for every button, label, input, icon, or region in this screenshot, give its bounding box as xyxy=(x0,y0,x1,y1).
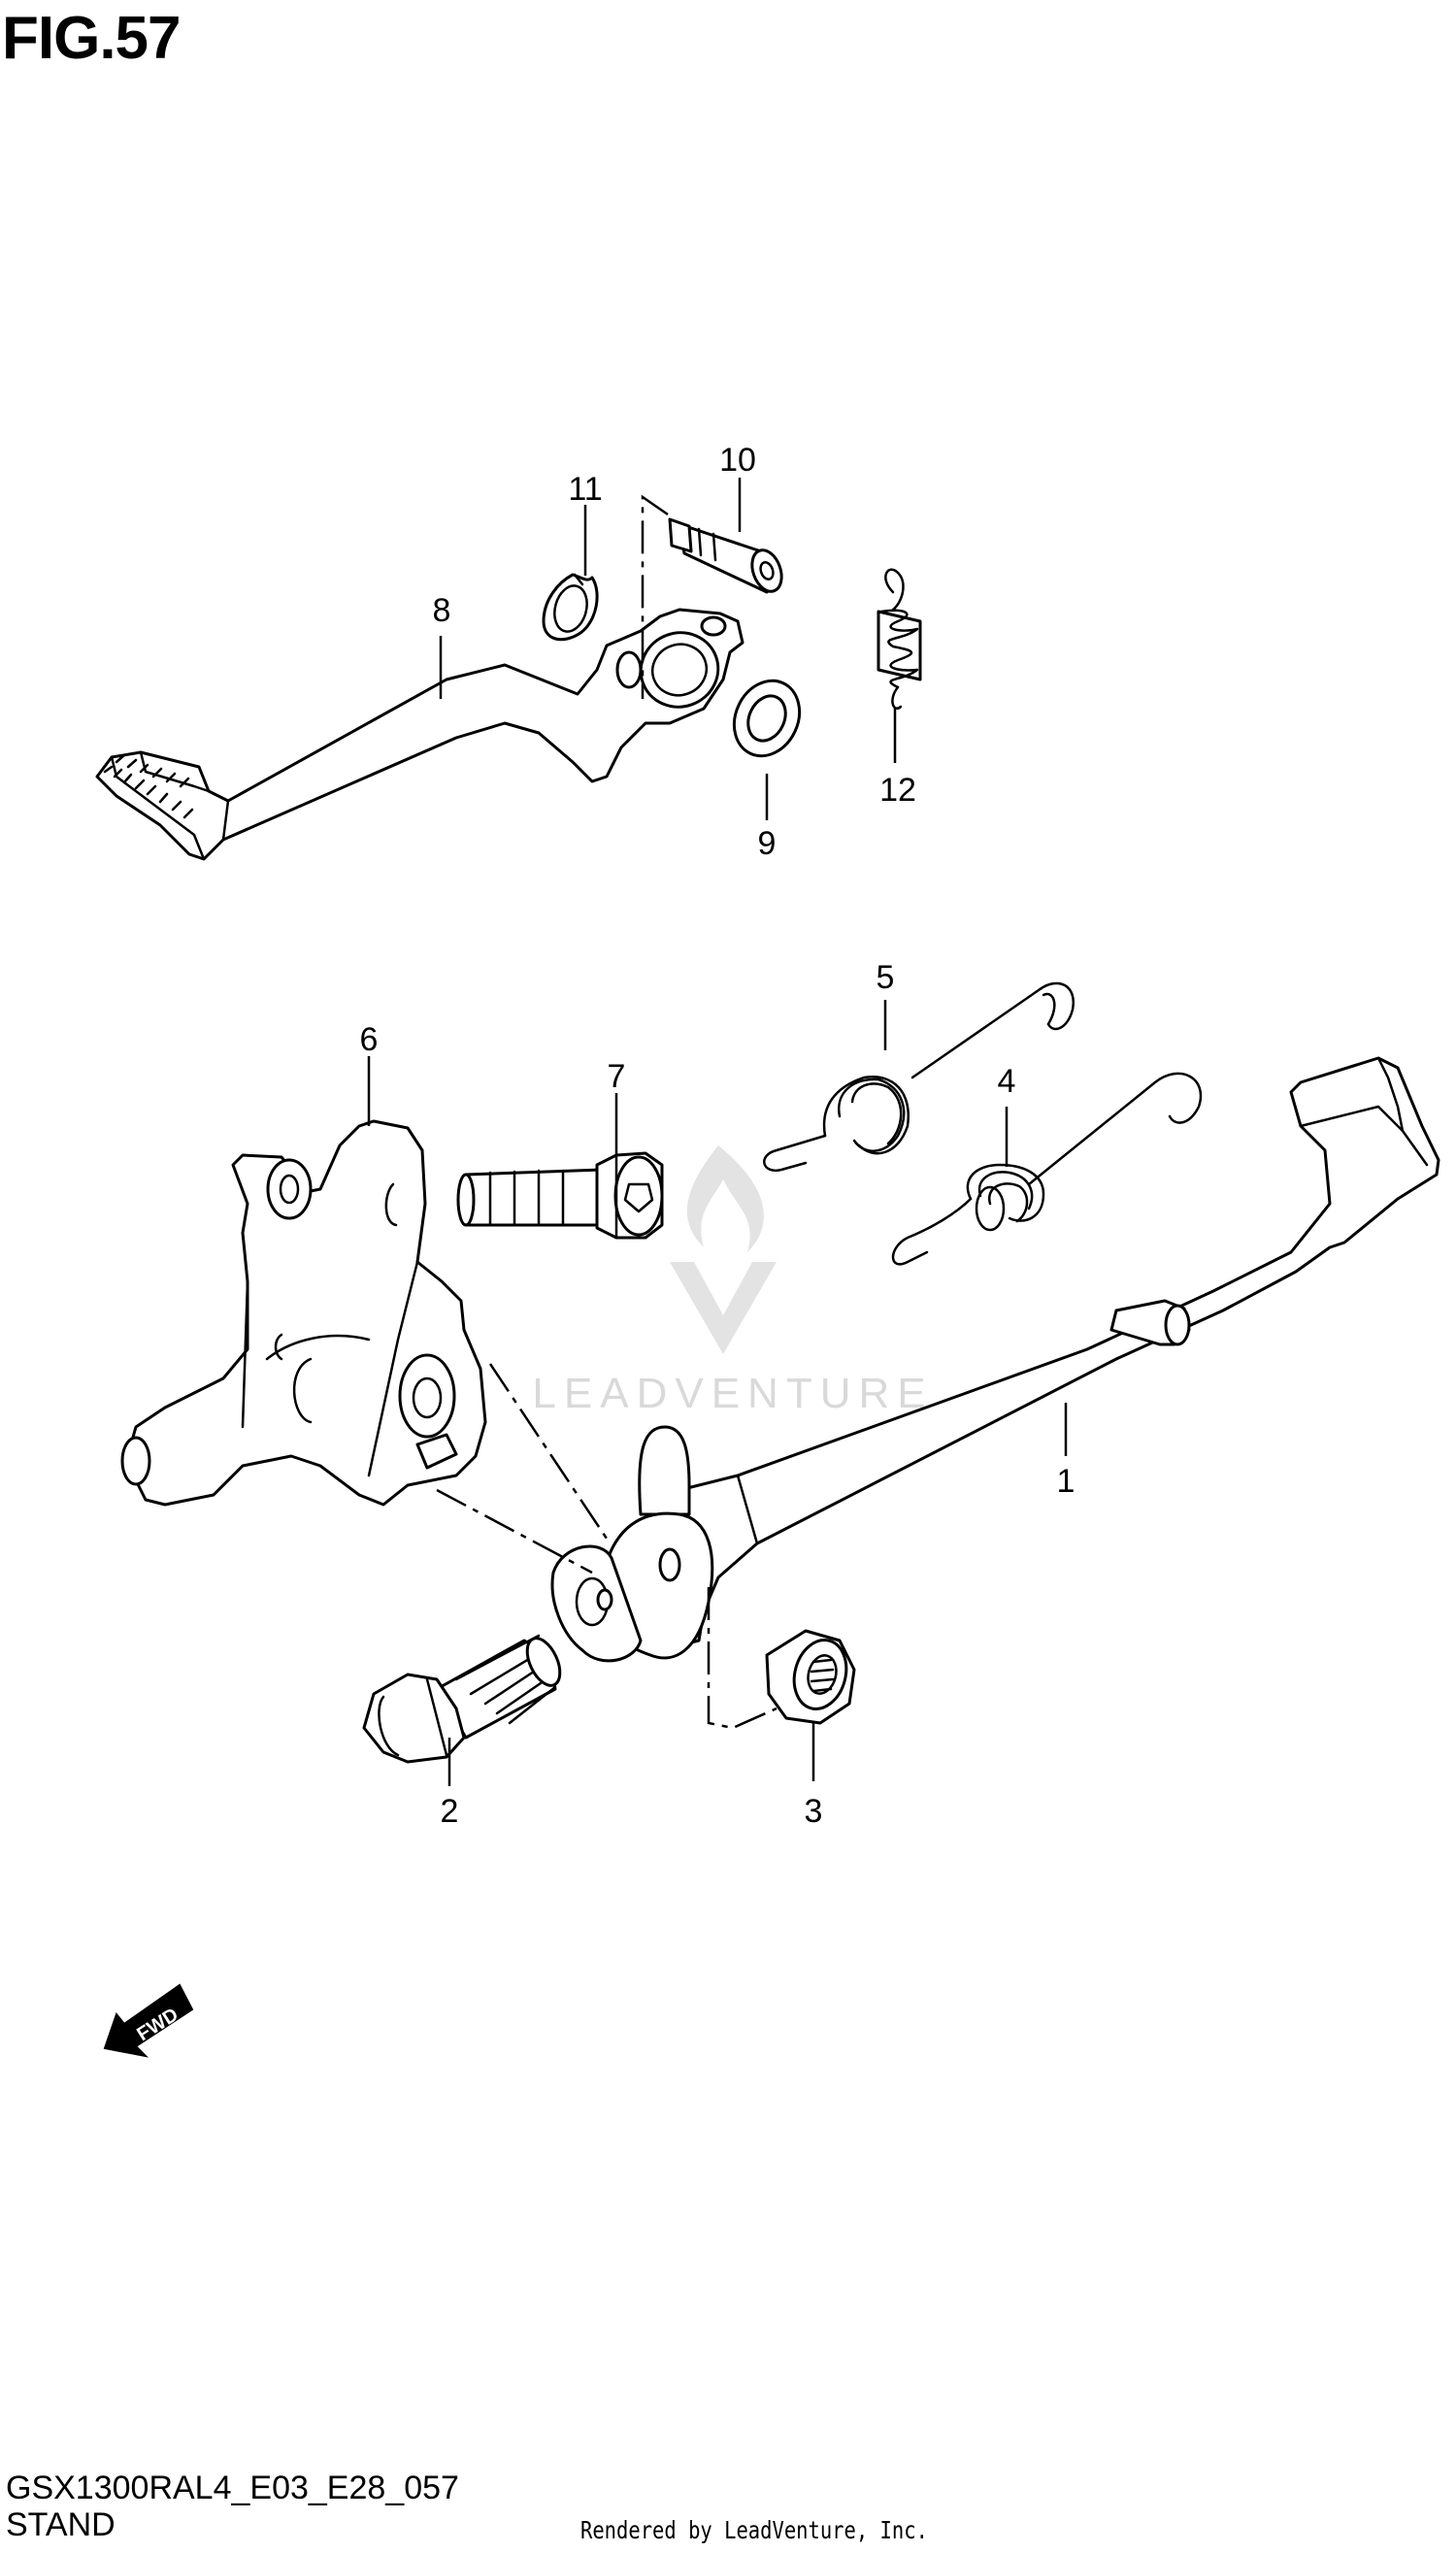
callout-5: 5 xyxy=(877,959,895,996)
part-1-side-stand xyxy=(550,1056,1440,1663)
part-9-washer xyxy=(732,679,802,758)
part-10-pin xyxy=(668,517,783,594)
callout-9: 9 xyxy=(758,825,777,862)
leadventure-logo-icon: LEADVENTURE xyxy=(532,1145,933,1417)
callout-1: 1 xyxy=(1057,1463,1075,1500)
callout-10: 10 xyxy=(719,442,756,479)
part-6-bracket xyxy=(120,1119,487,1507)
callout-2: 2 xyxy=(441,1793,459,1830)
part-12-spring xyxy=(877,568,922,710)
callout-3: 3 xyxy=(805,1793,823,1830)
part-2-pivot-bolt xyxy=(362,1634,562,1764)
part-8-brake-pedal xyxy=(95,608,745,861)
part-4-spring xyxy=(891,1072,1203,1266)
callout-4: 4 xyxy=(998,1063,1016,1100)
part-11-snap-ring xyxy=(542,573,599,642)
part-5-spring xyxy=(763,981,1075,1173)
callout-7: 7 xyxy=(608,1058,626,1095)
callout-11: 11 xyxy=(568,471,602,508)
fwd-arrow-icon: FWD xyxy=(103,1983,194,2058)
model-code: GSX1300RAL4_E03_E28_057 xyxy=(6,2470,459,2506)
part-3-nut xyxy=(765,1629,856,1725)
part-7-bolt xyxy=(456,1151,664,1240)
figure-title: FIG.57 xyxy=(2,5,182,72)
callout-6: 6 xyxy=(360,1021,379,1058)
render-credit: Rendered by LeadVenture, Inc. xyxy=(580,2516,928,2544)
section-name: STAND xyxy=(6,2506,116,2543)
watermark-text: LEADVENTURE xyxy=(532,1370,933,1417)
callout-12: 12 xyxy=(879,772,916,809)
callout-8: 8 xyxy=(433,592,451,629)
